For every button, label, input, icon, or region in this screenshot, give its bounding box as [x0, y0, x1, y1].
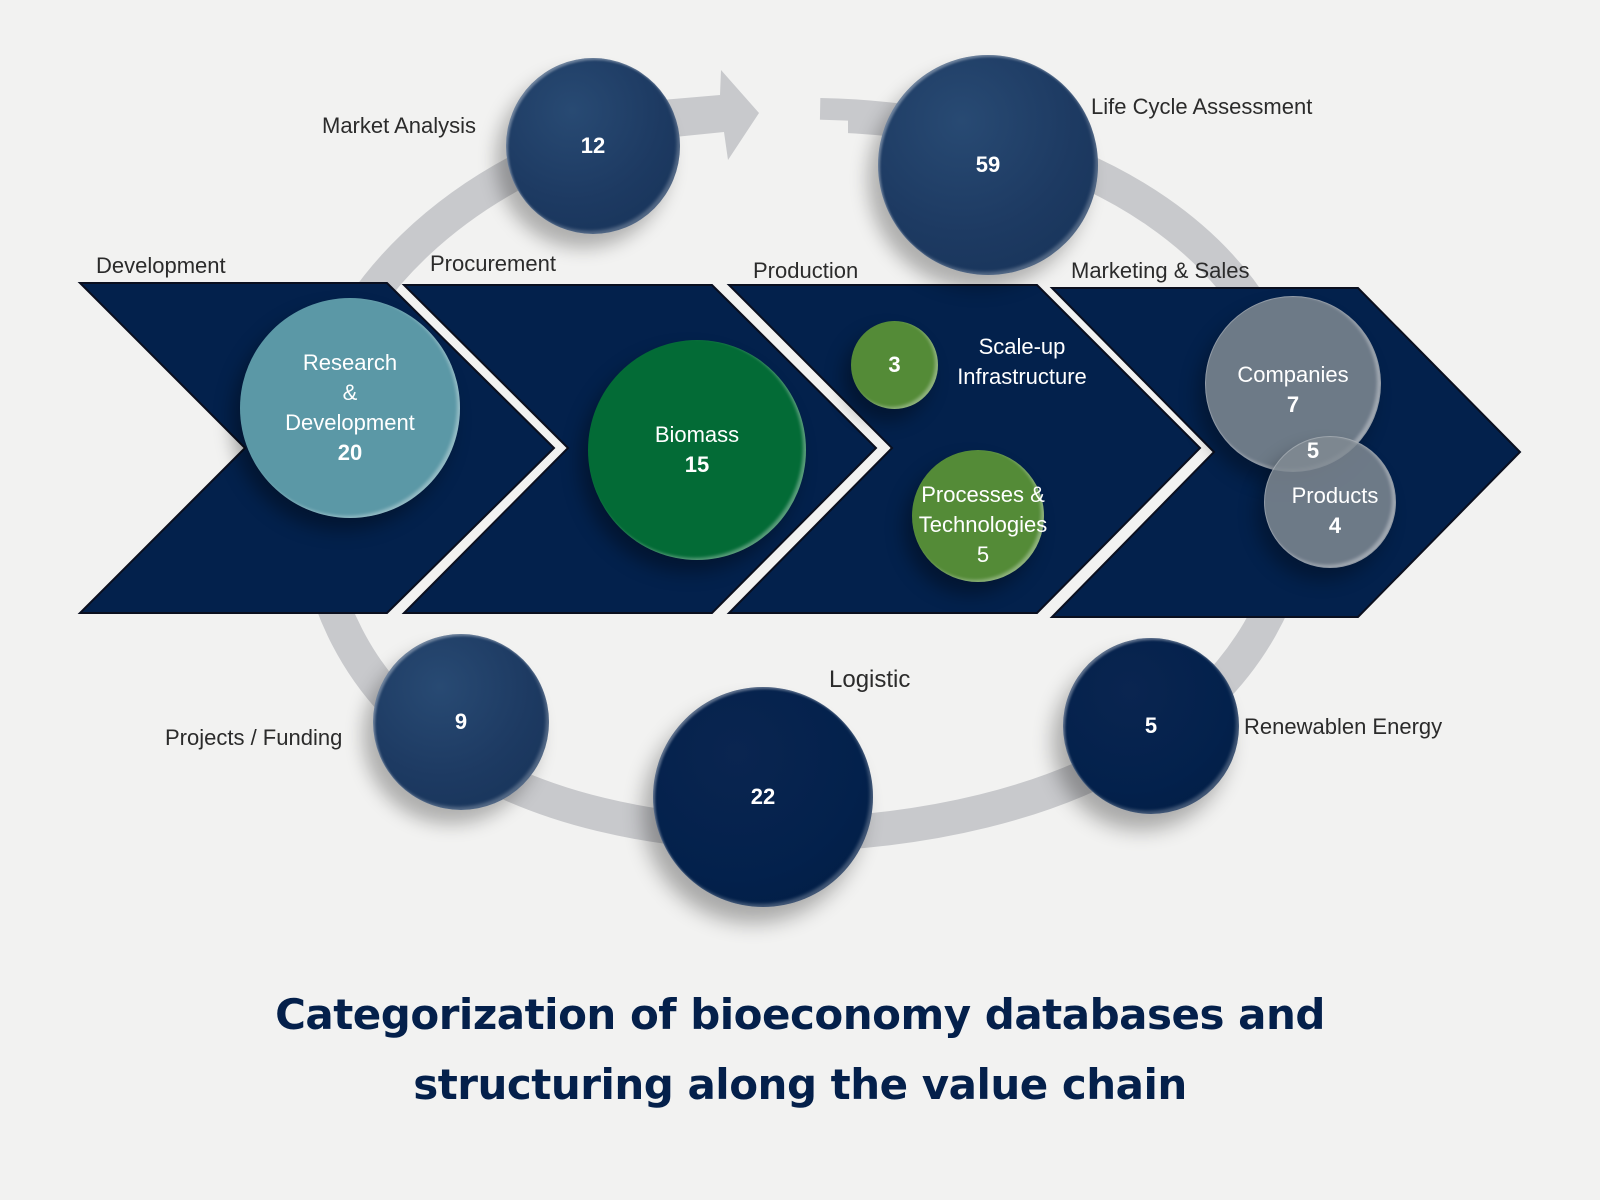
research-count: 20 — [337, 440, 363, 465]
bubble-life-cycle-assessment: 59 — [878, 55, 1098, 275]
biomass-label: Biomass — [654, 422, 740, 447]
stage-label-marketing: Marketing & Sales — [1071, 258, 1250, 283]
stage-label-production: Production — [753, 258, 859, 283]
label-projects-funding: Projects / Funding — [165, 725, 343, 750]
bubble-projects-funding: 9 — [373, 634, 549, 810]
biomass-count: 15 — [684, 452, 710, 477]
market-analysis-count: 12 — [580, 133, 606, 158]
label-market-analysis: Market Analysis — [322, 113, 477, 138]
scaleup-label: Scale-up Infrastructure — [938, 332, 1106, 392]
label-renewable-energy: Renewablen Energy — [1244, 714, 1443, 739]
stage-label-development: Development — [96, 253, 226, 278]
products-label: Products 4 — [1260, 481, 1410, 541]
label-life-cycle-assessment: Life Cycle Assessment — [1091, 94, 1313, 119]
logistic-count: 22 — [750, 784, 776, 809]
companies-count: 7 — [1286, 392, 1300, 417]
products-label-text: Products — [1291, 483, 1379, 508]
title-line-1: Categorization of bioeconomy databases a… — [275, 990, 1325, 1039]
bubble-renewable-energy: 5 — [1063, 638, 1239, 814]
projects-funding-count: 9 — [454, 709, 468, 734]
label-logistic: Logistic — [829, 666, 911, 693]
bubble-scaleup-infrastructure: 3 — [851, 321, 938, 409]
research-label-line2: & — [342, 380, 358, 405]
scaleup-count: 3 — [888, 352, 901, 377]
processes-count: 5 — [976, 542, 990, 567]
chevron-production — [726, 284, 1202, 614]
bubble-processes-technologies — [912, 450, 1044, 582]
processes-label-line2: Technologies — [918, 512, 1048, 537]
companies-label-text: Companies — [1237, 362, 1349, 387]
cycle-arc-start-cap — [818, 119, 848, 166]
overlap-count: 5 — [1306, 438, 1320, 463]
bubble-logistic: 22 — [653, 687, 873, 907]
bubble-research-development: Research & Development 20 — [240, 298, 460, 518]
bubble-market-analysis: 12 — [506, 58, 680, 234]
renewable-energy-count: 5 — [1144, 713, 1158, 738]
companies-label: Companies 7 — [1213, 360, 1373, 420]
research-label-line1: Research — [302, 350, 398, 375]
processes-label-line1: Processes & — [921, 482, 1045, 507]
scaleup-label-line1: Scale-up — [978, 334, 1066, 359]
processes-label: Processes & Technologies 5 — [893, 480, 1073, 570]
bubble-products — [1264, 436, 1396, 568]
bubble-biomass: Biomass 15 — [588, 340, 806, 560]
stage-label-procurement: Procurement — [430, 251, 556, 276]
scaleup-label-line2: Infrastructure — [957, 364, 1087, 389]
products-count: 4 — [1328, 513, 1342, 538]
diagram-title: Categorization of bioeconomy databases a… — [0, 980, 1600, 1120]
research-label-line3: Development — [285, 410, 415, 435]
life-cycle-assessment-count: 59 — [975, 152, 1001, 177]
cycle-arrow-head — [650, 70, 759, 160]
title-line-2: structuring along the value chain — [413, 1060, 1187, 1109]
